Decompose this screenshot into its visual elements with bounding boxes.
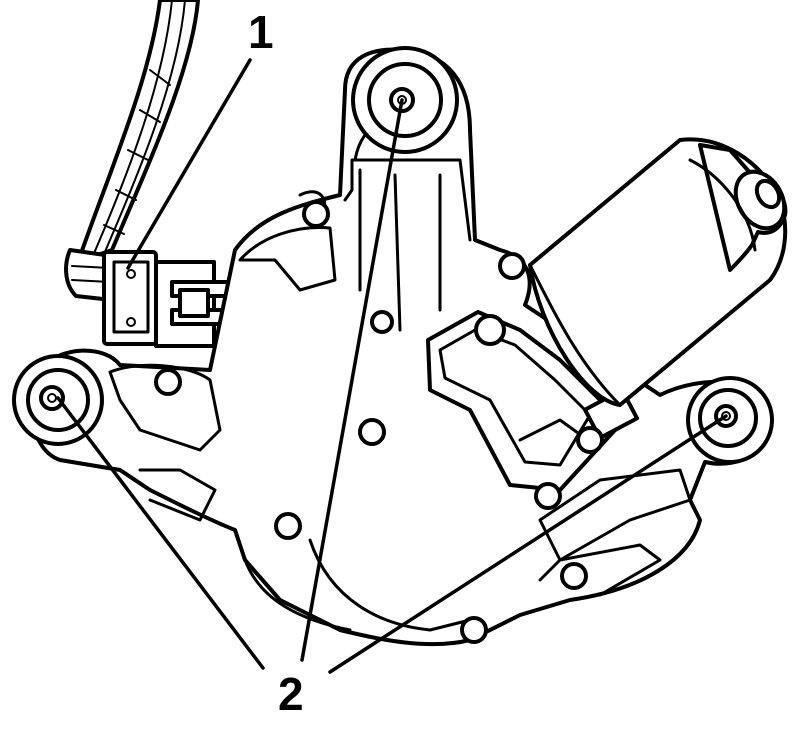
leader-lines [56,58,728,674]
electric-motor [528,137,788,407]
grommet-right [686,376,774,464]
grommet-top [351,46,459,154]
leader-2-right [328,414,728,674]
leader-2-left [56,396,265,670]
callout-1-label: 1 [248,6,274,58]
callout-2-label: 2 [278,668,304,720]
leader-2-top [300,98,404,662]
wiring-harness [64,0,200,302]
bracket-holes [154,200,604,644]
leader-1 [126,58,252,270]
electrical-connector [102,250,258,348]
